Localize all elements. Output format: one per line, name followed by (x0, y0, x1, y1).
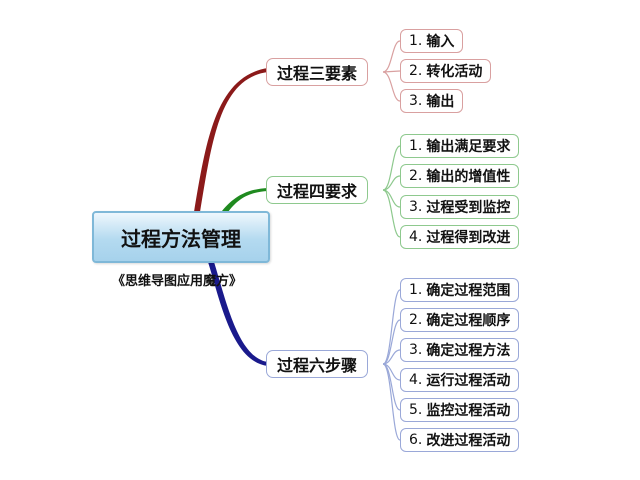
leaf-connectors-blue (382, 289, 401, 441)
leaf-topic[interactable]: 6. 改进过程活动 (400, 428, 520, 452)
caption-text: 《思维导图应用魔方》 (112, 274, 243, 289)
leaf-label: 确定过程顺序 (426, 313, 511, 329)
leaf-topic[interactable]: 2. 输出的增值性 (400, 164, 520, 188)
leaf-label: 运行过程活动 (426, 373, 511, 389)
leaf-number: 3. (409, 93, 423, 109)
leaf-number: 4. (409, 372, 423, 388)
branch-topic-1[interactable]: 过程三要素 (266, 58, 369, 86)
leaf-connectors-green (382, 145, 401, 238)
leaf-label: 输入 (426, 34, 455, 50)
branch-topic-2[interactable]: 过程四要求 (266, 176, 369, 204)
leaf-label: 转化活动 (426, 64, 483, 80)
leaf-topic[interactable]: 1. 输入 (400, 29, 464, 53)
leaf-number: 1. (409, 138, 423, 154)
leaf-topic[interactable]: 1. 确定过程范围 (400, 278, 520, 302)
leaf-topic[interactable]: 3. 过程受到监控 (400, 195, 520, 219)
leaf-number: 1. (409, 33, 423, 49)
leaf-connectors-red (382, 40, 401, 102)
leaf-label: 输出满足要求 (426, 139, 511, 155)
leaf-label: 输出的增值性 (426, 169, 511, 185)
leaf-topic[interactable]: 4. 过程得到改进 (400, 225, 520, 249)
branch-connector-2 (222, 188, 268, 212)
leaf-label: 改进过程活动 (426, 433, 511, 449)
leaf-number: 2. (409, 63, 423, 79)
leaf-number: 3. (409, 342, 423, 358)
leaf-number: 6. (409, 432, 423, 448)
leaf-topic[interactable]: 3. 输出 (400, 89, 464, 113)
branch-topic-label: 过程六步骤 (277, 356, 358, 375)
leaf-topic[interactable]: 1. 输出满足要求 (400, 134, 520, 158)
central-topic[interactable]: 过程方法管理 (92, 211, 270, 263)
branch-connector-3 (208, 262, 268, 366)
leaf-number: 4. (409, 229, 423, 245)
leaf-label: 监控过程活动 (426, 403, 511, 419)
branch-connector-1 (194, 68, 268, 212)
leaf-number: 1. (409, 282, 423, 298)
leaf-topic[interactable]: 3. 确定过程方法 (400, 338, 520, 362)
leaf-label: 过程受到监控 (426, 200, 511, 216)
leaf-topic[interactable]: 2. 转化活动 (400, 59, 492, 83)
leaf-number: 2. (409, 168, 423, 184)
leaf-number: 3. (409, 199, 423, 215)
leaf-topic[interactable]: 2. 确定过程顺序 (400, 308, 520, 332)
leaf-number: 5. (409, 402, 423, 418)
leaf-label: 确定过程范围 (426, 283, 511, 299)
branch-topic-label: 过程四要求 (277, 182, 358, 201)
branch-topic-label: 过程三要素 (277, 64, 358, 83)
central-topic-title: 过程方法管理 (121, 226, 241, 251)
leaf-label: 过程得到改进 (426, 230, 511, 246)
leaf-topic[interactable]: 4. 运行过程活动 (400, 368, 520, 392)
leaf-label: 确定过程方法 (426, 343, 511, 359)
branch-topic-3[interactable]: 过程六步骤 (266, 350, 369, 378)
leaf-topic[interactable]: 5. 监控过程活动 (400, 398, 520, 422)
leaf-label: 输出 (426, 94, 455, 110)
leaf-number: 2. (409, 312, 423, 328)
